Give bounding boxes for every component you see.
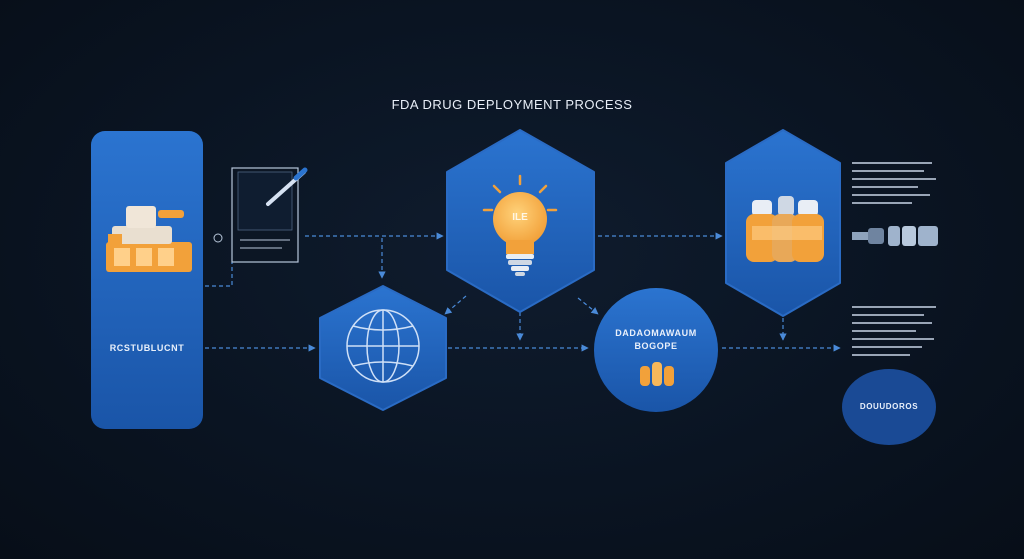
- connector-bulb-to-globe: [444, 295, 467, 315]
- diagram-title: FDA DRUG DEPLOYMENT PROCESS: [391, 97, 633, 112]
- circle-node-label-line2: BOGOPE: [634, 341, 678, 351]
- bottles-hexagon-node: [725, 129, 841, 317]
- globe-icon: [346, 309, 420, 383]
- document-pen-icon: [213, 167, 308, 263]
- capsule-circle-node: [594, 288, 718, 412]
- small-oval-label: DOUUDOROS: [859, 402, 919, 411]
- small-oval-node: [842, 369, 936, 445]
- circle-node-label-line1: DADAOMAWAUM: [615, 328, 697, 338]
- text-block-bottom: [852, 306, 936, 356]
- tools-icon: [852, 226, 938, 246]
- lightbulb-badge: ILE: [512, 212, 528, 223]
- left-panel-label: RCSTUBLUCNT: [109, 343, 185, 353]
- left-panel-node: [91, 131, 203, 429]
- text-block-top: [852, 162, 936, 204]
- capsules-icon: [640, 362, 674, 386]
- lightbulb-icon: [482, 174, 558, 276]
- factory-icon: [106, 206, 192, 272]
- connector-bulb-to-circle: [577, 297, 599, 315]
- bottles-icon: [746, 196, 824, 262]
- lightbulb-hexagon-node: [446, 129, 595, 313]
- globe-hexagon-node: [319, 285, 447, 411]
- connector-left-bracket: [205, 262, 233, 287]
- connectors: [205, 232, 841, 352]
